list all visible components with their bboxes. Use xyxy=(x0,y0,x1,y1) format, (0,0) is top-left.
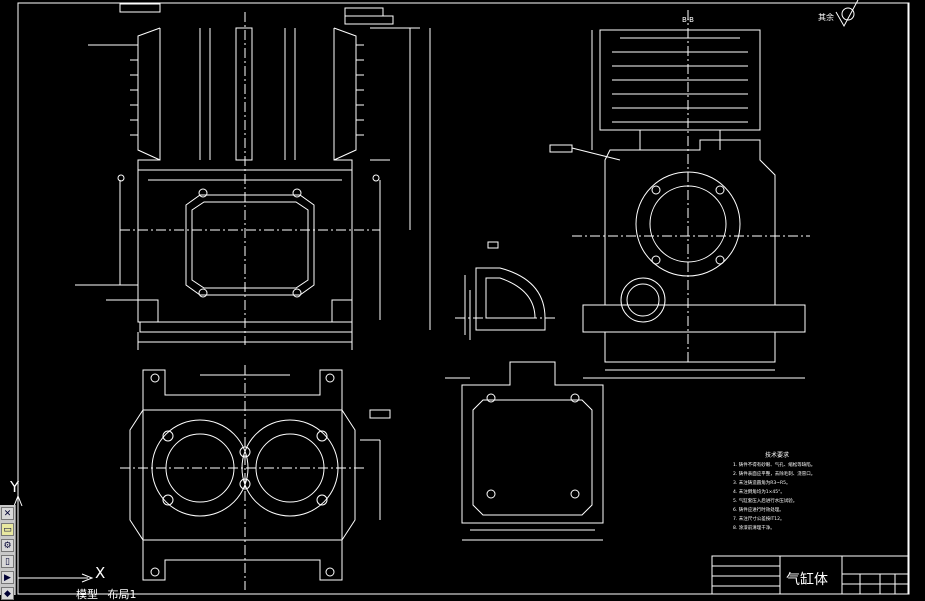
layout-tabs: 模型 布局1 xyxy=(16,588,316,601)
toolbar-button-close[interactable]: ✕ xyxy=(1,507,14,520)
flange-view xyxy=(445,361,604,541)
tech-req-line: 5. 气缸套压入后进行水压试验。 xyxy=(733,497,797,504)
roughness-note: 其余 xyxy=(818,12,834,22)
bb-section-view xyxy=(549,10,810,379)
detail-section xyxy=(455,241,555,340)
toolbar-button-window[interactable]: ▭ xyxy=(1,523,14,536)
tech-req-line: 2. 铸件表面应平整，去除毛刺、浇冒口。 xyxy=(733,470,815,477)
top-view xyxy=(120,365,391,590)
tech-req-line: 7. 未注尺寸公差按IT12。 xyxy=(733,515,785,522)
tech-req-line: 8. 涂漆前清理干净。 xyxy=(733,524,775,531)
toolbar-button-panel[interactable]: ▯ xyxy=(1,555,14,568)
toolbar-button-palette[interactable]: ◆ xyxy=(1,587,14,600)
tech-req-line: 4. 未注倒角均为1×45°。 xyxy=(733,488,785,495)
tech-req-line: 6. 铸件应进行时效处理。 xyxy=(733,506,784,513)
title-block xyxy=(711,555,909,595)
tech-req-line: 1. 铸件不得有砂眼、气孔、缩松等缺陷。 xyxy=(733,461,815,468)
tech-req-heading: 技术要求 xyxy=(765,451,789,459)
tech-req-line: 3. 未注铸造圆角为R3~R5。 xyxy=(733,479,790,486)
side-toolbar: ✕ ▭ ⚙ ▯ ▶ ◆ xyxy=(0,505,16,600)
tab-model[interactable]: 模型 xyxy=(76,588,98,601)
section-label: B-B xyxy=(682,16,694,24)
roughness-symbol xyxy=(835,0,859,28)
ucs-icon xyxy=(13,494,94,583)
title-block-name: 气缸体 xyxy=(786,572,828,588)
toolbar-button-settings[interactable]: ⚙ xyxy=(1,539,14,552)
ucs-y-label: Y xyxy=(10,478,20,496)
front-section-view xyxy=(75,3,431,350)
ucs-x-label: X xyxy=(95,564,106,582)
drawing-border xyxy=(17,2,910,595)
tab-layout1[interactable]: 布局1 xyxy=(107,588,137,601)
toolbar-button-play[interactable]: ▶ xyxy=(1,571,14,584)
